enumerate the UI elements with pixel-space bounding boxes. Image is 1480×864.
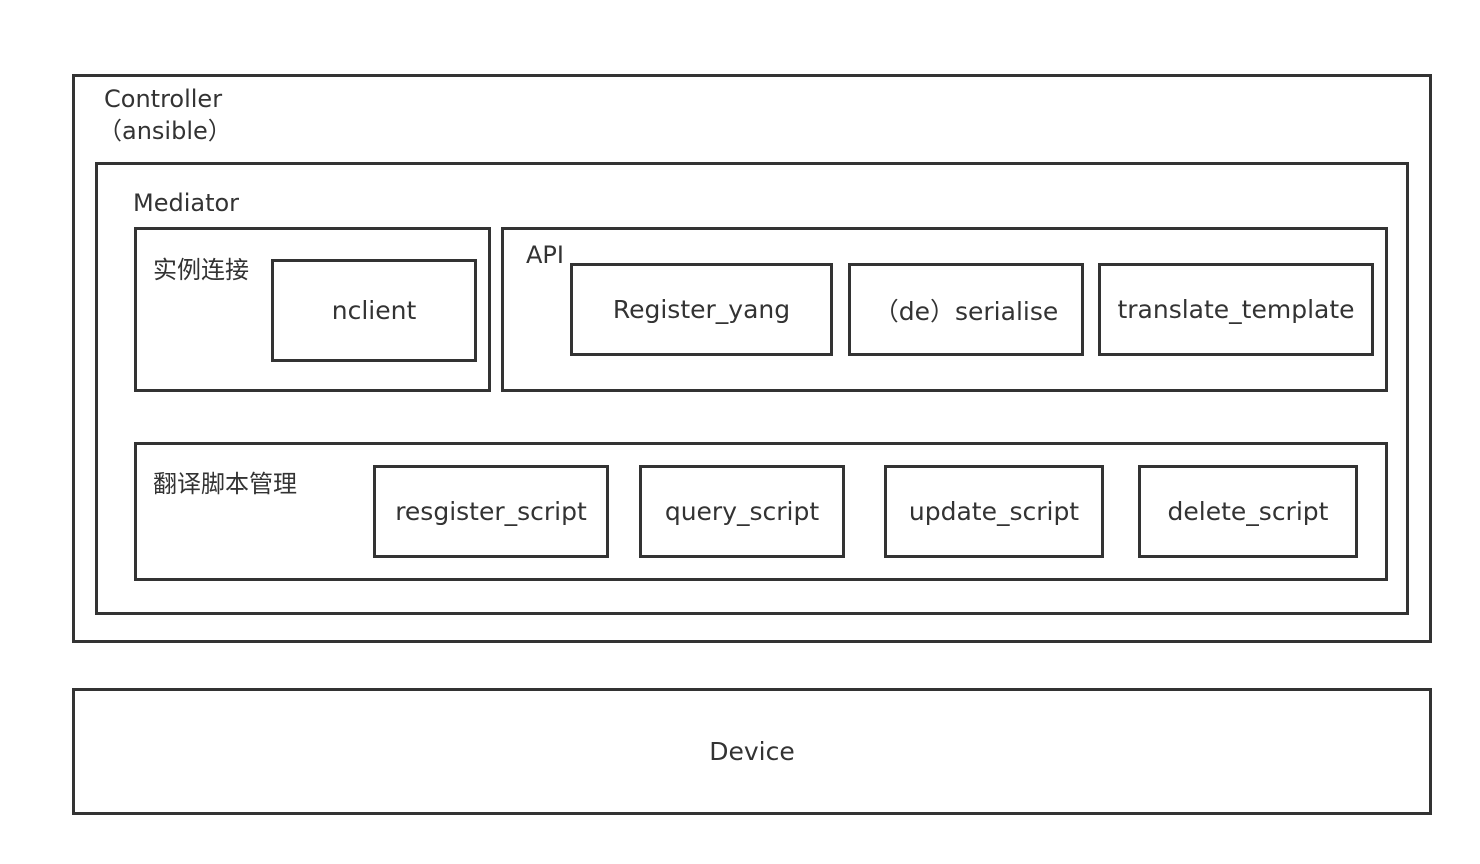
register-script-label: resgister_script: [395, 497, 587, 526]
device-label: Device: [709, 737, 795, 766]
query-script-label: query_script: [664, 497, 820, 526]
api-title: API: [526, 241, 564, 269]
controller-title: Controller: [104, 85, 223, 113]
update-script-box: update_script: [884, 465, 1104, 558]
nclient-label: nclient: [331, 296, 417, 325]
register-yang-box: Register_yang: [570, 263, 833, 356]
device-box: Device: [72, 688, 1432, 815]
register-yang-label: Register_yang: [612, 295, 791, 324]
controller-subtitle: （ansible）: [98, 117, 232, 145]
translate-template-box: translate_template: [1098, 263, 1374, 356]
update-script-label: update_script: [908, 497, 1080, 526]
register-script-box: resgister_script: [373, 465, 609, 558]
connection-title: 实例连接: [153, 256, 249, 284]
serialise-label: （de）serialise: [873, 296, 1059, 326]
mediator-title: Mediator: [133, 189, 240, 217]
delete-script-label: delete_script: [1167, 497, 1329, 526]
serialise-box: （de）serialise: [848, 263, 1084, 356]
translate-template-label: translate_template: [1117, 295, 1355, 324]
nclient-box: nclient: [271, 259, 477, 362]
scripts-title: 翻译脚本管理: [153, 470, 297, 498]
delete-script-box: delete_script: [1138, 465, 1358, 558]
query-script-box: query_script: [639, 465, 845, 558]
